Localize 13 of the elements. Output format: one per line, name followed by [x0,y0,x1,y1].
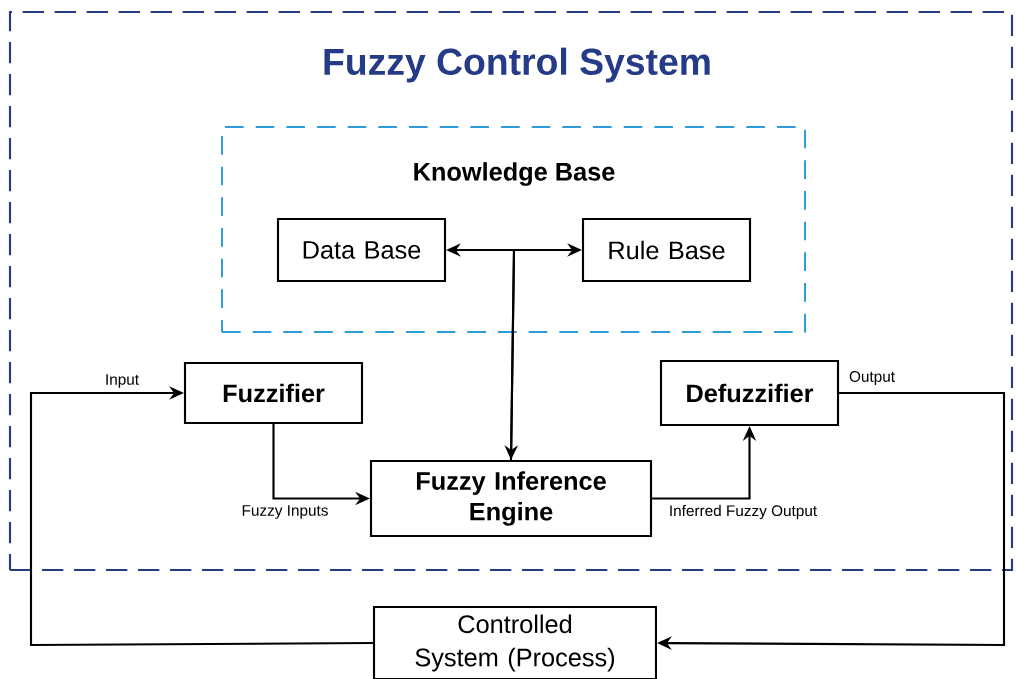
heading: Fuzzy Control System [324,47,710,83]
heading: Knowledge Base [414,162,615,186]
process-box: Controlled System (Process) [372,605,658,679]
process-box: Fuzzifier [183,361,364,425]
process-box: Rule Base [581,217,752,283]
process-box: Data Base [276,217,447,283]
edge-label: Output [847,369,897,387]
process-box: Fuzzy Inference Engine [369,459,653,538]
edge-label: Inferred Fuzzy Output [667,503,819,521]
process-box: Defuzzifier [659,359,840,427]
edge-label: Fuzzy Inputs [240,503,330,521]
edge-label: Input [103,372,141,390]
arrow [29,386,373,647]
